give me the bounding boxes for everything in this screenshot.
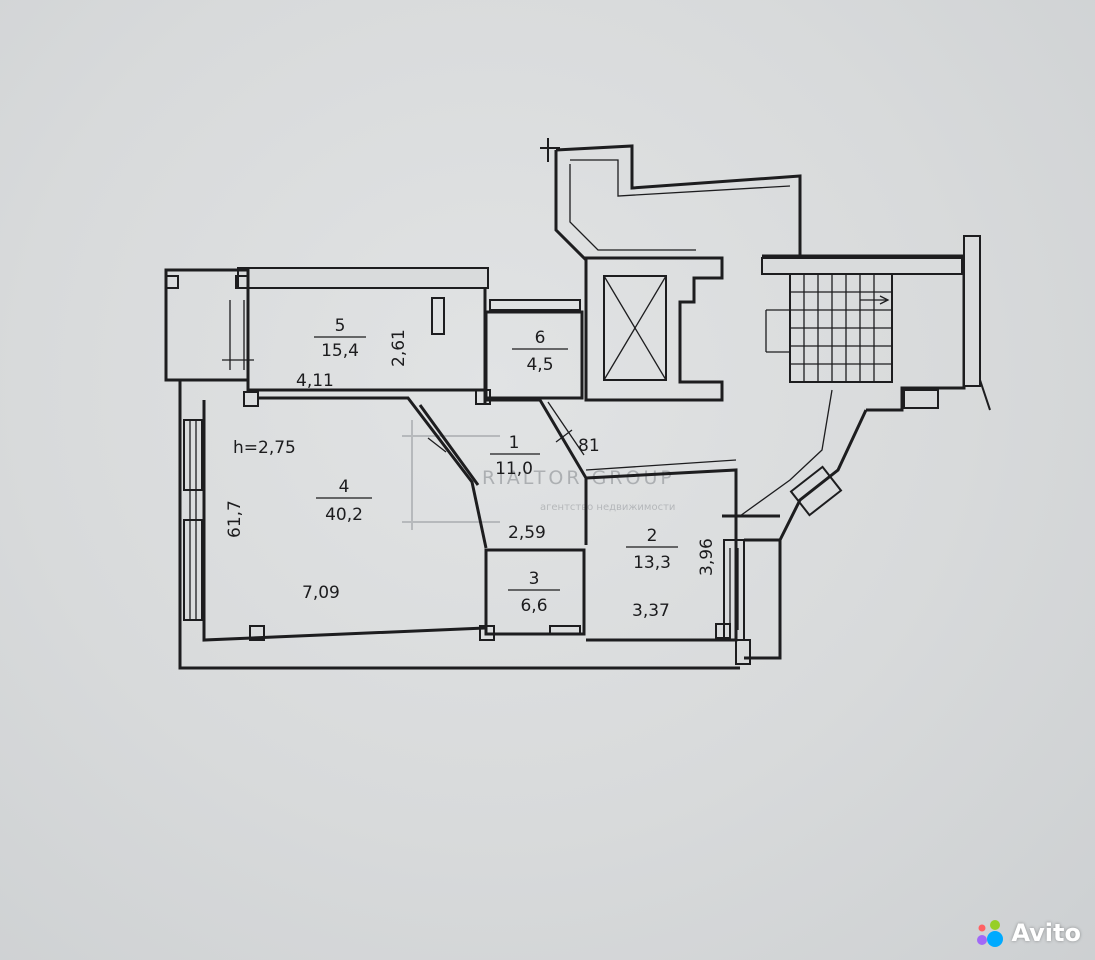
dim-room2-height: 3,96 [697, 538, 717, 576]
svg-text:2: 2 [647, 526, 658, 546]
dim-room4-bottom: 7,09 [302, 583, 340, 603]
room-5-label: 5 15,4 [314, 316, 366, 361]
room-1-label: 1 11,0 [490, 433, 540, 479]
svg-text:6: 6 [535, 328, 546, 348]
watermark: RIALTOR GROUP агентство недвижимости [402, 420, 675, 530]
dim-room1-diag: 81 [578, 436, 600, 456]
avito-logo: Avito [973, 918, 1081, 948]
svg-text:4: 4 [339, 477, 350, 497]
svg-text:4,5: 4,5 [526, 355, 553, 375]
dim-room4-left: 61,7 [225, 500, 245, 538]
svg-text:40,2: 40,2 [325, 505, 363, 525]
room-3-label: 3 6,6 [508, 569, 560, 616]
room-labels: 5 15,4 6 4,5 1 11,0 4 40,2 2 13,3 3 6,6 [314, 316, 678, 616]
dim-room2-bottom: 3,37 [632, 601, 670, 621]
dim-room5-height: 2,61 [389, 329, 409, 367]
svg-text:13,3: 13,3 [633, 553, 671, 573]
ceiling-height: h=2,75 [233, 438, 296, 458]
room-4-label: 4 40,2 [316, 477, 372, 525]
watermark-tagline: агентство недвижимости [540, 502, 675, 513]
room-2-label: 2 13,3 [626, 526, 678, 573]
apartment-walls [164, 267, 782, 670]
svg-text:5: 5 [335, 316, 346, 336]
svg-text:11,0: 11,0 [495, 459, 533, 479]
room-6-label: 6 4,5 [512, 328, 568, 375]
svg-text:6,6: 6,6 [520, 596, 547, 616]
watermark-brand: RIALTOR GROUP [482, 467, 675, 489]
svg-text:3: 3 [529, 569, 540, 589]
svg-text:15,4: 15,4 [321, 341, 359, 361]
dim-room5-width: 4,11 [296, 371, 334, 391]
svg-text:1: 1 [509, 433, 520, 453]
common-area [540, 138, 991, 541]
dimension-labels: h=2,75 2,61 4,11 61,7 7,09 2,59 81 3,96 … [225, 329, 717, 621]
avito-logo-text: Avito [1011, 919, 1081, 947]
dim-hall-width: 2,59 [508, 523, 546, 543]
avito-dots-icon [977, 920, 1004, 947]
